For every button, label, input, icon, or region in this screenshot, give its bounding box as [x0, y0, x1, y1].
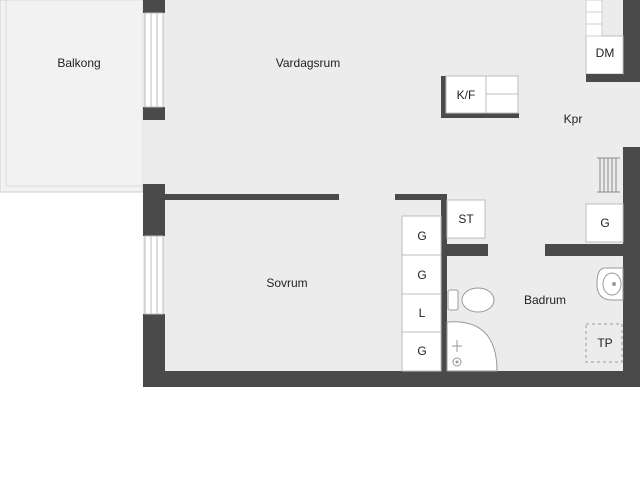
outer-walls	[143, 0, 640, 387]
room-label-badrum: Badrum	[524, 293, 566, 307]
st-cabinet: ST	[446, 199, 486, 239]
hall-radiator	[597, 157, 620, 193]
hall-cabinet: G	[585, 203, 624, 243]
wardrobe-label: G	[417, 344, 426, 358]
st-label: ST	[458, 212, 474, 226]
wardrobe-label: L	[419, 306, 426, 320]
wardrobe-label: G	[417, 229, 426, 243]
window-bedroom	[144, 235, 164, 315]
dm-label: DM	[596, 46, 615, 60]
room-label-kpr: Kpr	[564, 112, 583, 126]
tp-label: TP	[597, 336, 612, 350]
room-label-sovrum: Sovrum	[266, 276, 307, 290]
kf-label: K/F	[457, 88, 476, 102]
sink-icon	[596, 267, 624, 301]
interior-walls	[165, 76, 623, 371]
window-living	[144, 12, 164, 108]
bedroom-wardrobes: G G L G	[401, 215, 442, 372]
dm-cabinet: DM	[585, 0, 624, 82]
shower-icon	[446, 321, 498, 372]
toilet-icon	[447, 287, 495, 313]
room-label-balkong: Balkong	[57, 56, 100, 70]
apartment-floor	[143, 0, 640, 387]
wardrobe-label: G	[417, 268, 426, 282]
tp-unit: TP	[585, 323, 623, 363]
balcony-floor	[0, 0, 144, 193]
kf-unit: K/F	[445, 75, 519, 114]
room-label-vardagsrum: Vardagsrum	[276, 56, 340, 70]
hall-cabinet-label: G	[600, 216, 609, 230]
